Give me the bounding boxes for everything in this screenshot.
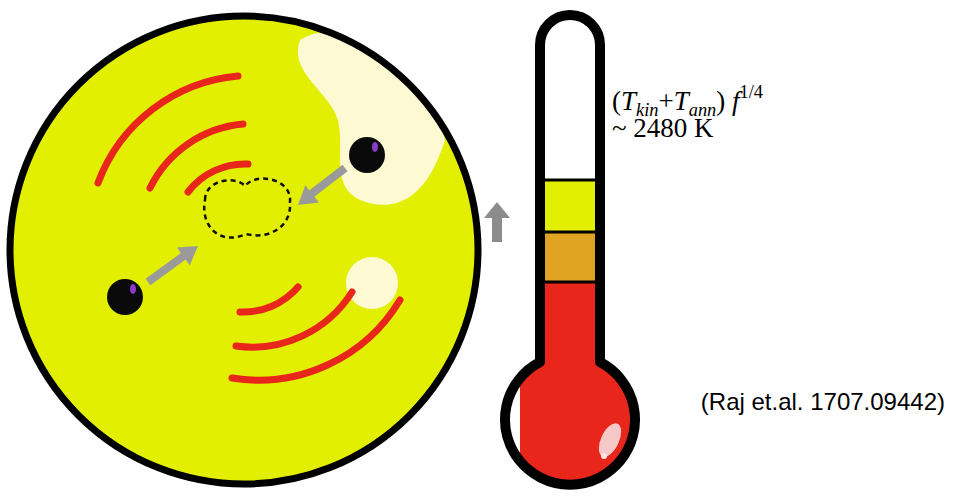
hot-spot	[346, 257, 398, 309]
caption: (Raj et.al. 1707.09442)	[701, 388, 945, 416]
particle-highlight	[372, 142, 378, 152]
motion-arrow	[310, 168, 345, 195]
wave-arc	[232, 300, 400, 380]
motion-arrow	[177, 246, 198, 265]
rise-arrow	[484, 202, 510, 218]
particle	[349, 137, 385, 173]
thermometer-mark	[540, 231, 600, 234]
bulb-shine	[601, 453, 607, 459]
bulb-shine	[594, 420, 626, 460]
formula-text: ~ 2480 K	[612, 113, 714, 143]
motion-arrow	[148, 255, 185, 282]
thermometer-outline	[505, 15, 635, 485]
formula-text: T	[674, 86, 689, 116]
thermometer-mark	[540, 179, 600, 182]
formula-text: +	[658, 86, 673, 116]
wave-arc	[240, 287, 298, 312]
motion-arrow	[298, 185, 319, 205]
particle-highlight	[130, 284, 136, 294]
merger-outline	[204, 179, 290, 238]
rise-arrow	[492, 216, 502, 242]
formula-text: (	[612, 86, 621, 116]
star-disc	[10, 16, 478, 484]
particle	[107, 279, 143, 315]
formula-text: )	[716, 86, 732, 116]
formula-text: T	[621, 86, 636, 116]
thermometer-mark	[540, 281, 600, 284]
formula-line: ~ 2480 K	[612, 112, 714, 144]
wave-arc	[188, 164, 248, 192]
wave-arc	[236, 292, 352, 347]
formula-text: 1/4	[740, 82, 763, 102]
star-outline	[10, 16, 478, 484]
formula-text: f	[732, 86, 740, 116]
